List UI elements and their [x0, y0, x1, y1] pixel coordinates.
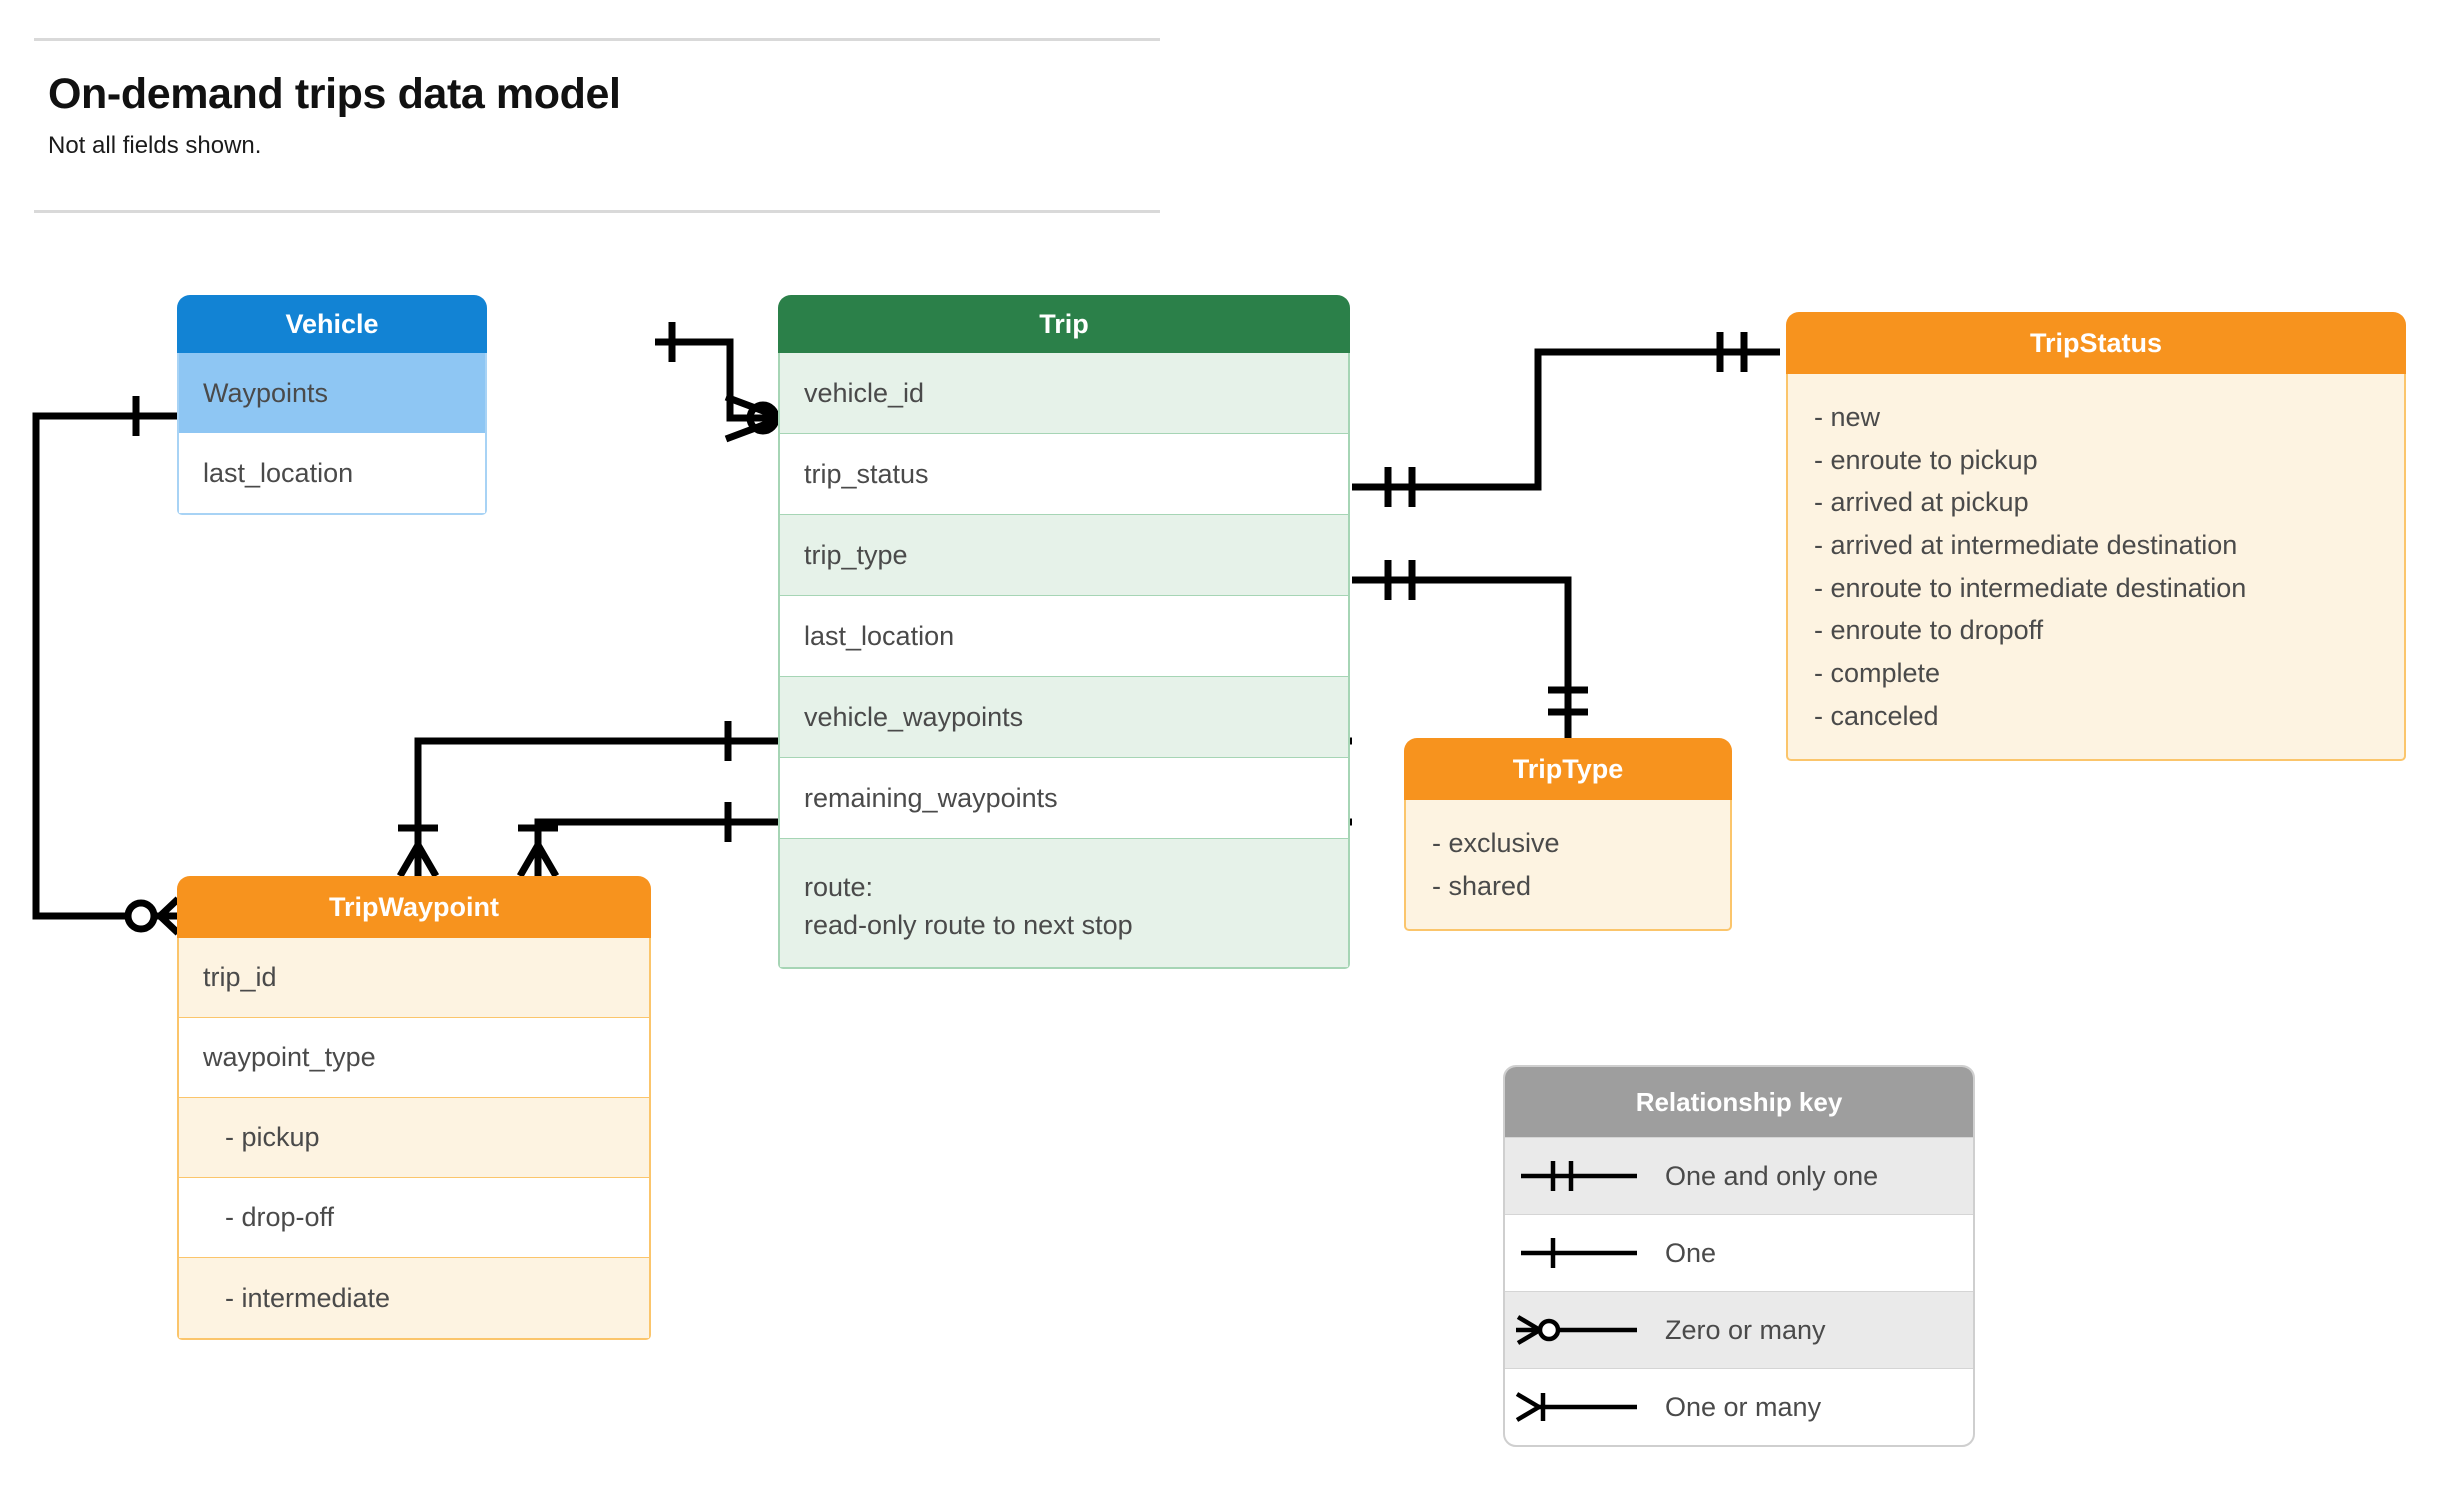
field-row[interactable]: last_location — [179, 433, 485, 513]
one-icon — [1505, 1230, 1653, 1276]
entity-trip-type-values: - exclusive - shared — [1404, 800, 1732, 932]
enum-row[interactable]: - intermediate — [179, 1258, 649, 1338]
enum-value: - arrived at pickup — [1814, 487, 2029, 518]
entity-trip-waypoint-title: TripWaypoint — [177, 876, 651, 938]
legend-title: Relationship key — [1505, 1067, 1973, 1137]
relationship-key-legend: Relationship key One and only one — [1503, 1065, 1975, 1447]
entity-trip-status-title: TripStatus — [1786, 312, 2406, 374]
entity-trip-waypoint[interactable]: TripWaypoint trip_id waypoint_type - pic… — [177, 876, 651, 1340]
page-title: On-demand trips data model — [48, 70, 621, 118]
entity-trip-waypoint-fields: trip_id waypoint_type - pickup - drop-of… — [177, 938, 651, 1340]
entity-vehicle[interactable]: Vehicle Waypoints last_location — [177, 295, 487, 515]
enum-value: - canceled — [1814, 700, 1939, 731]
page-subtitle: Not all fields shown. — [48, 132, 262, 159]
field-row[interactable]: last_location — [780, 596, 1348, 677]
legend-label: One or many — [1665, 1391, 1822, 1422]
zero-or-many-icon — [1505, 1307, 1653, 1353]
route-note: read-only route to next stop — [804, 910, 1133, 940]
enum-value: - complete — [1814, 657, 1941, 688]
legend-label: One and only one — [1665, 1160, 1879, 1191]
enum-value: - arrived at intermediate destination — [1814, 529, 2238, 560]
legend-row-one-and-only-one: One and only one — [1505, 1137, 1973, 1214]
enum-row[interactable]: - pickup — [179, 1098, 649, 1178]
legend-row-zero-or-many: Zero or many — [1505, 1291, 1973, 1368]
entity-trip-fields: vehicle_id trip_status trip_type last_lo… — [778, 353, 1350, 969]
enum-value: - enroute to pickup — [1814, 444, 2038, 475]
one-and-only-one-icon — [1505, 1153, 1653, 1199]
entity-trip-status-values: - new - enroute to pickup - arrived at p… — [1786, 374, 2406, 762]
header-divider-top — [34, 38, 1160, 41]
field-row[interactable]: remaining_waypoints — [780, 758, 1348, 839]
one-or-many-icon — [1505, 1384, 1653, 1430]
enum-value: - exclusive — [1432, 828, 1560, 858]
entity-trip-title: Trip — [778, 295, 1350, 353]
enum-value: - enroute to intermediate destination — [1814, 572, 2247, 603]
field-row[interactable]: vehicle_waypoints — [780, 677, 1348, 758]
entity-vehicle-fields: Waypoints last_location — [177, 353, 487, 515]
entity-vehicle-title: Vehicle — [177, 295, 487, 353]
field-row-route[interactable]: route: read-only route to next stop — [780, 839, 1348, 967]
route-label: route: — [804, 871, 874, 902]
field-row[interactable]: vehicle_id — [780, 353, 1348, 434]
field-row[interactable]: Waypoints — [179, 353, 485, 433]
legend-row-one-or-many: One or many — [1505, 1368, 1973, 1445]
enum-row[interactable]: - drop-off — [179, 1178, 649, 1258]
legend-label: One — [1665, 1237, 1717, 1268]
enum-value: - new — [1814, 402, 1881, 432]
enum-value: - enroute to dropoff — [1814, 615, 2044, 646]
entity-trip-type[interactable]: TripType - exclusive - shared — [1404, 738, 1732, 932]
header-divider-bottom — [34, 210, 1160, 213]
entity-trip-status[interactable]: TripStatus - new - enroute to pickup - a… — [1786, 312, 2406, 762]
entity-trip[interactable]: Trip vehicle_id trip_status trip_type la… — [778, 295, 1350, 969]
enum-value: - shared — [1432, 870, 1532, 901]
legend-label: Zero or many — [1665, 1314, 1826, 1345]
field-row[interactable]: trip_status — [780, 434, 1348, 515]
field-row[interactable]: trip_id — [179, 938, 649, 1018]
legend-row-one: One — [1505, 1214, 1973, 1291]
entity-trip-type-title: TripType — [1404, 738, 1732, 800]
field-row[interactable]: trip_type — [780, 515, 1348, 596]
field-row[interactable]: waypoint_type — [179, 1018, 649, 1098]
